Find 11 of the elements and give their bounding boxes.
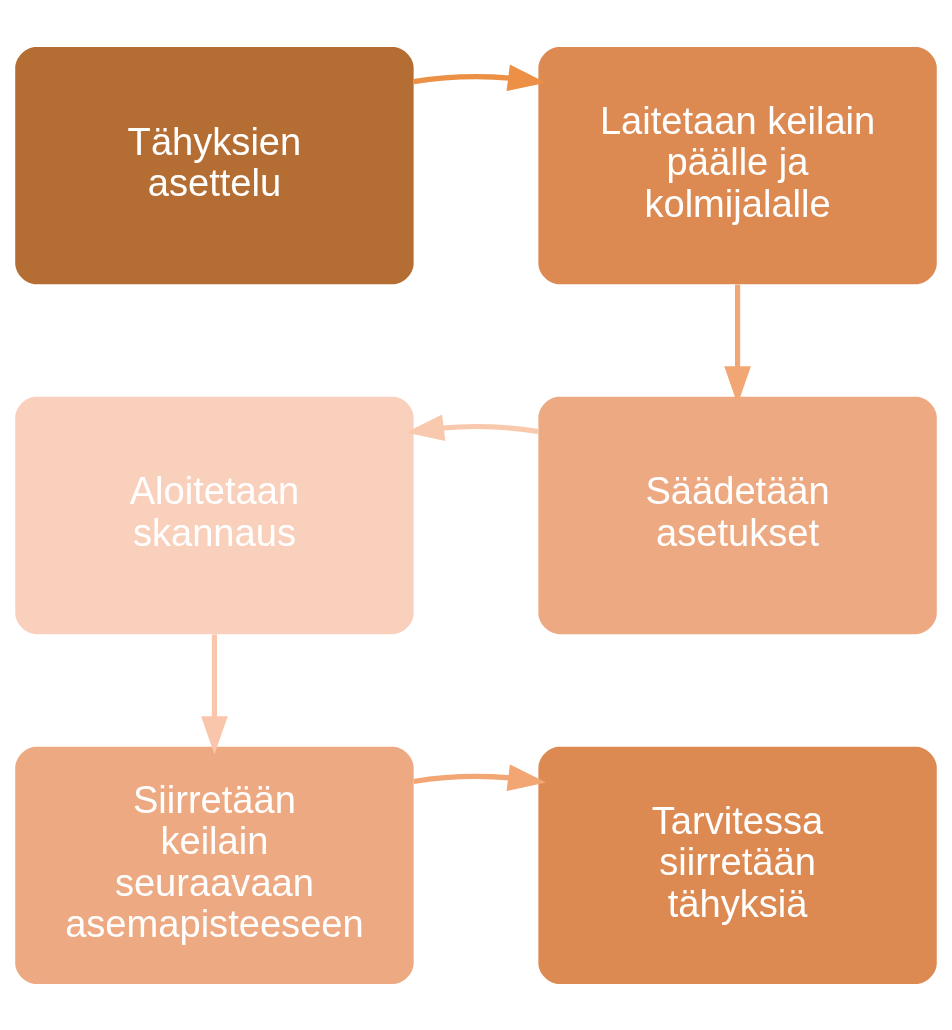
node-box: Aloitetaan skannaus	[15, 396, 414, 634]
node-box: Tarvitessa siirretään tähyksiä	[538, 746, 937, 984]
arrow	[413, 763, 547, 791]
arrow	[405, 414, 539, 441]
arrow	[724, 284, 751, 404]
node-box: Siirretään keilain seuraavaan asemapisteeseen	[15, 746, 414, 984]
arrow	[201, 634, 228, 754]
node-box: Tähyksien asettelu	[15, 46, 414, 284]
node-box: Säädetään asetukset	[538, 396, 937, 634]
node-box: Laitetaan keilain päälle ja kolmijalalle	[538, 46, 937, 284]
arrow	[413, 64, 547, 91]
